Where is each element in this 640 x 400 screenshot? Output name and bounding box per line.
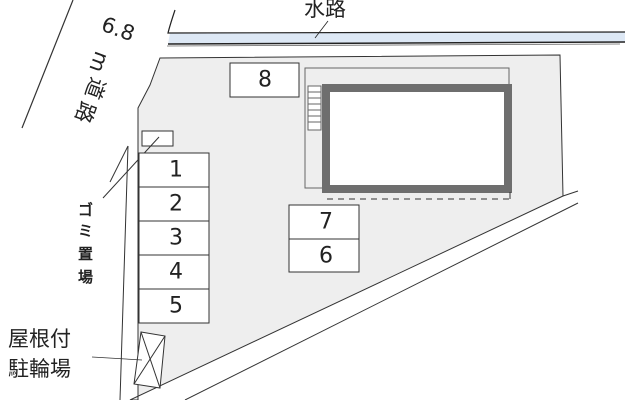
parking-number-3: 3 — [169, 226, 183, 251]
road-edge — [21, 0, 74, 129]
parking-number-2: 2 — [169, 192, 183, 217]
waterway — [168, 32, 625, 44]
garbage-label-2: ミ — [78, 222, 93, 240]
garbage-label-3: 置 — [78, 245, 93, 263]
garbage-label-1: ゴ — [78, 201, 93, 219]
stairs — [307, 85, 322, 131]
road-name-char-1: 道 — [80, 74, 110, 102]
parking-space-8 — [229, 62, 300, 98]
building — [322, 84, 512, 193]
parking-number-1: 1 — [169, 158, 183, 183]
parking-number-8: 8 — [258, 68, 272, 93]
garbage-label-4: 場 — [78, 268, 93, 286]
bicycle-label-line1: 屋根付 — [8, 327, 71, 351]
parking-number-5: 5 — [169, 294, 183, 319]
road-name-char-2: 路 — [70, 98, 100, 126]
parking-number-6: 6 — [319, 244, 333, 269]
road-width-label: 6.8 — [98, 12, 138, 46]
bicycle-label-line2: 駐輪場 — [8, 357, 71, 381]
parking-spaces-6-7: 7 6 — [288, 204, 360, 273]
bicycle-shelter — [133, 331, 166, 389]
parking-spaces-1-5: 1 2 3 4 5 — [138, 152, 210, 324]
road-unit-label: m — [84, 48, 114, 75]
waterway-label: 水路 — [304, 0, 346, 21]
parking-number-7: 7 — [319, 210, 333, 235]
parking-number-4: 4 — [169, 260, 183, 285]
